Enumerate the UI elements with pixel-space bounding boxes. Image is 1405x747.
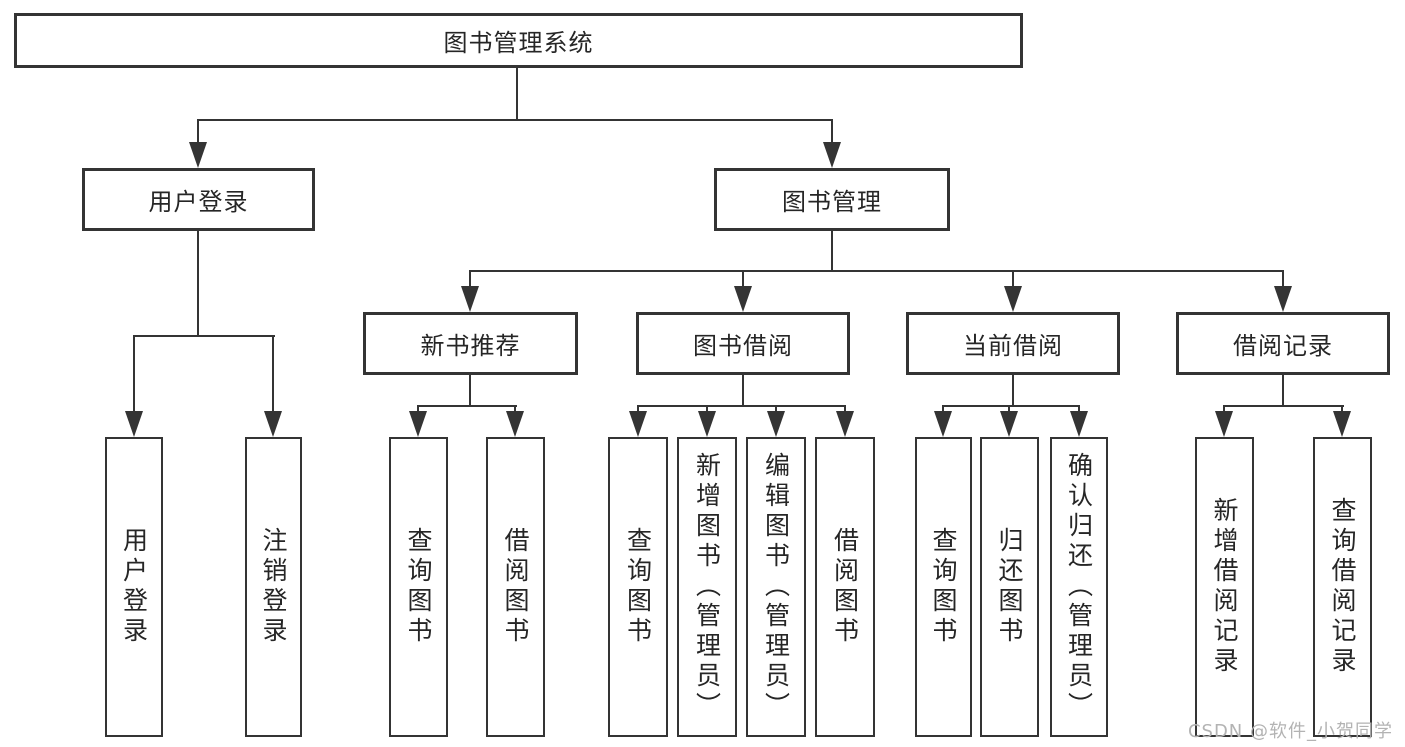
arrow-down-icon [409,411,427,437]
connector-drop-leaf-logout [272,335,274,415]
connector-new-book-branch [418,405,517,407]
connector-leaf-drop [942,405,944,415]
arrow-down-icon [1215,411,1233,437]
leaf-add-borrow-record: 新增借阅记录 [1195,437,1254,737]
connector-leaf-drop [417,405,419,415]
node-root: 图书管理系统 [14,13,1023,68]
connector-current-borrow-branch [942,405,1080,407]
connector-book-borrow-branch [637,405,846,407]
connector-drop-leaf-user-login [133,335,135,415]
node-new-book-recommend: 新书推荐 [363,312,578,375]
connector-drop-book-borrow [742,270,744,290]
arrow-down-icon [1000,411,1018,437]
arrow-down-icon [629,411,647,437]
connector-current-borrow-stem [1012,375,1014,407]
connector-book-management-stem [831,231,833,271]
arrow-down-icon [934,411,952,437]
leaf-user-login: 用户登录 [105,437,163,737]
connector-leaf-drop [1341,405,1343,415]
connector-user-login-stem [197,231,199,336]
arrow-down-icon [734,286,752,312]
leaf-query-borrow-record: 查询借阅记录 [1313,437,1372,737]
connector-root-stem [516,68,518,120]
arrow-down-icon [1004,286,1022,312]
leaf-query-books-borrow: 查询图书 [608,437,668,737]
connector-drop-user-login [197,119,199,147]
connector-user-login-branch [133,335,275,337]
node-book-borrow: 图书借阅 [636,312,850,375]
arrow-down-icon [125,411,143,437]
arrow-down-icon [836,411,854,437]
arrow-down-icon [767,411,785,437]
arrow-down-icon [264,411,282,437]
connector-leaf-drop [706,405,708,415]
connector-leaf-drop [1223,405,1225,415]
leaf-borrow-books-borrow: 借阅图书 [815,437,875,737]
connector-new-book-stem [469,375,471,407]
arrow-down-icon [1274,286,1292,312]
arrow-down-icon [461,286,479,312]
connector-leaf-drop [844,405,846,415]
leaf-query-books-recommend: 查询图书 [389,437,448,737]
leaf-logout: 注销登录 [245,437,302,737]
arrow-down-icon [1070,411,1088,437]
watermark: CSDN @软件_小贺同学 [1187,721,1393,742]
leaf-return-book: 归还图书 [980,437,1039,737]
leaf-borrow-books-recommend: 借阅图书 [486,437,545,737]
leaf-confirm-return-admin: 确认归还（管理员） [1050,437,1108,737]
node-borrow-records: 借阅记录 [1176,312,1390,375]
connector-leaf-drop [1008,405,1010,415]
leaf-edit-book-admin: 编辑图书（管理员） [746,437,806,737]
connector-drop-book-management [831,119,833,147]
connector-level2-branch [197,119,833,121]
arrow-down-icon [698,411,716,437]
arrow-down-icon [1333,411,1351,437]
connector-drop-current-borrow [1012,270,1014,290]
arrow-down-icon [189,142,207,168]
connector-drop-borrow-records [1282,270,1284,290]
connector-level3-branch [469,270,1284,272]
leaf-add-book-admin: 新增图书（管理员） [677,437,737,737]
arrow-down-icon [506,411,524,437]
connector-borrow-records-stem [1282,375,1284,407]
leaf-query-books-current: 查询图书 [915,437,972,737]
connector-leaf-drop [637,405,639,415]
arrow-down-icon [823,142,841,168]
connector-borrow-records-branch [1224,405,1344,407]
connector-leaf-drop [1078,405,1080,415]
connector-drop-new-book [469,270,471,290]
connector-leaf-drop [775,405,777,415]
connector-book-borrow-stem [742,375,744,407]
connector-leaf-drop [514,405,516,415]
node-user-login: 用户登录 [82,168,315,231]
node-current-borrow: 当前借阅 [906,312,1120,375]
node-book-management: 图书管理 [714,168,950,231]
